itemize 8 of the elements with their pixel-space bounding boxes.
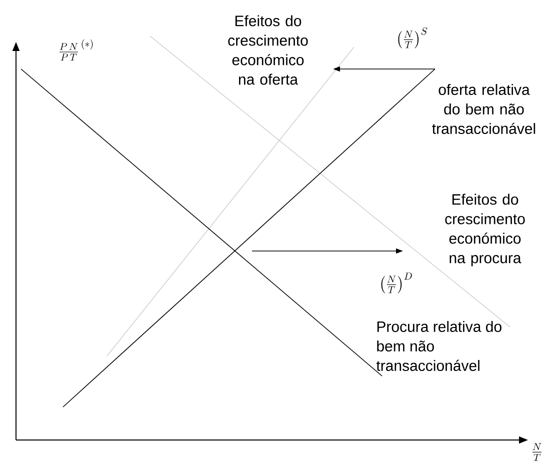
- curve-label: $\left(\frac{N}{T}\right)^{D}$: [381, 272, 412, 294]
- axis-label: $\frac{P\,N}{P\,T}^{\,(*)}$: [59, 39, 93, 61]
- curve-label: Procura relativa do bem não transaccionável: [376, 320, 502, 371]
- annotation-text: Efeitos do crescimento económico na oferta: [228, 15, 308, 85]
- annotation-text: Efeitos do crescimento económico na procura: [445, 194, 525, 266]
- axis-label: $\frac{N}{T}$: [532, 443, 542, 461]
- curve-label: $\left(\frac{N}{T}\right)^{S}$: [398, 28, 428, 48]
- curve-label: oferta relativa do bem não transaccionável: [432, 84, 536, 134]
